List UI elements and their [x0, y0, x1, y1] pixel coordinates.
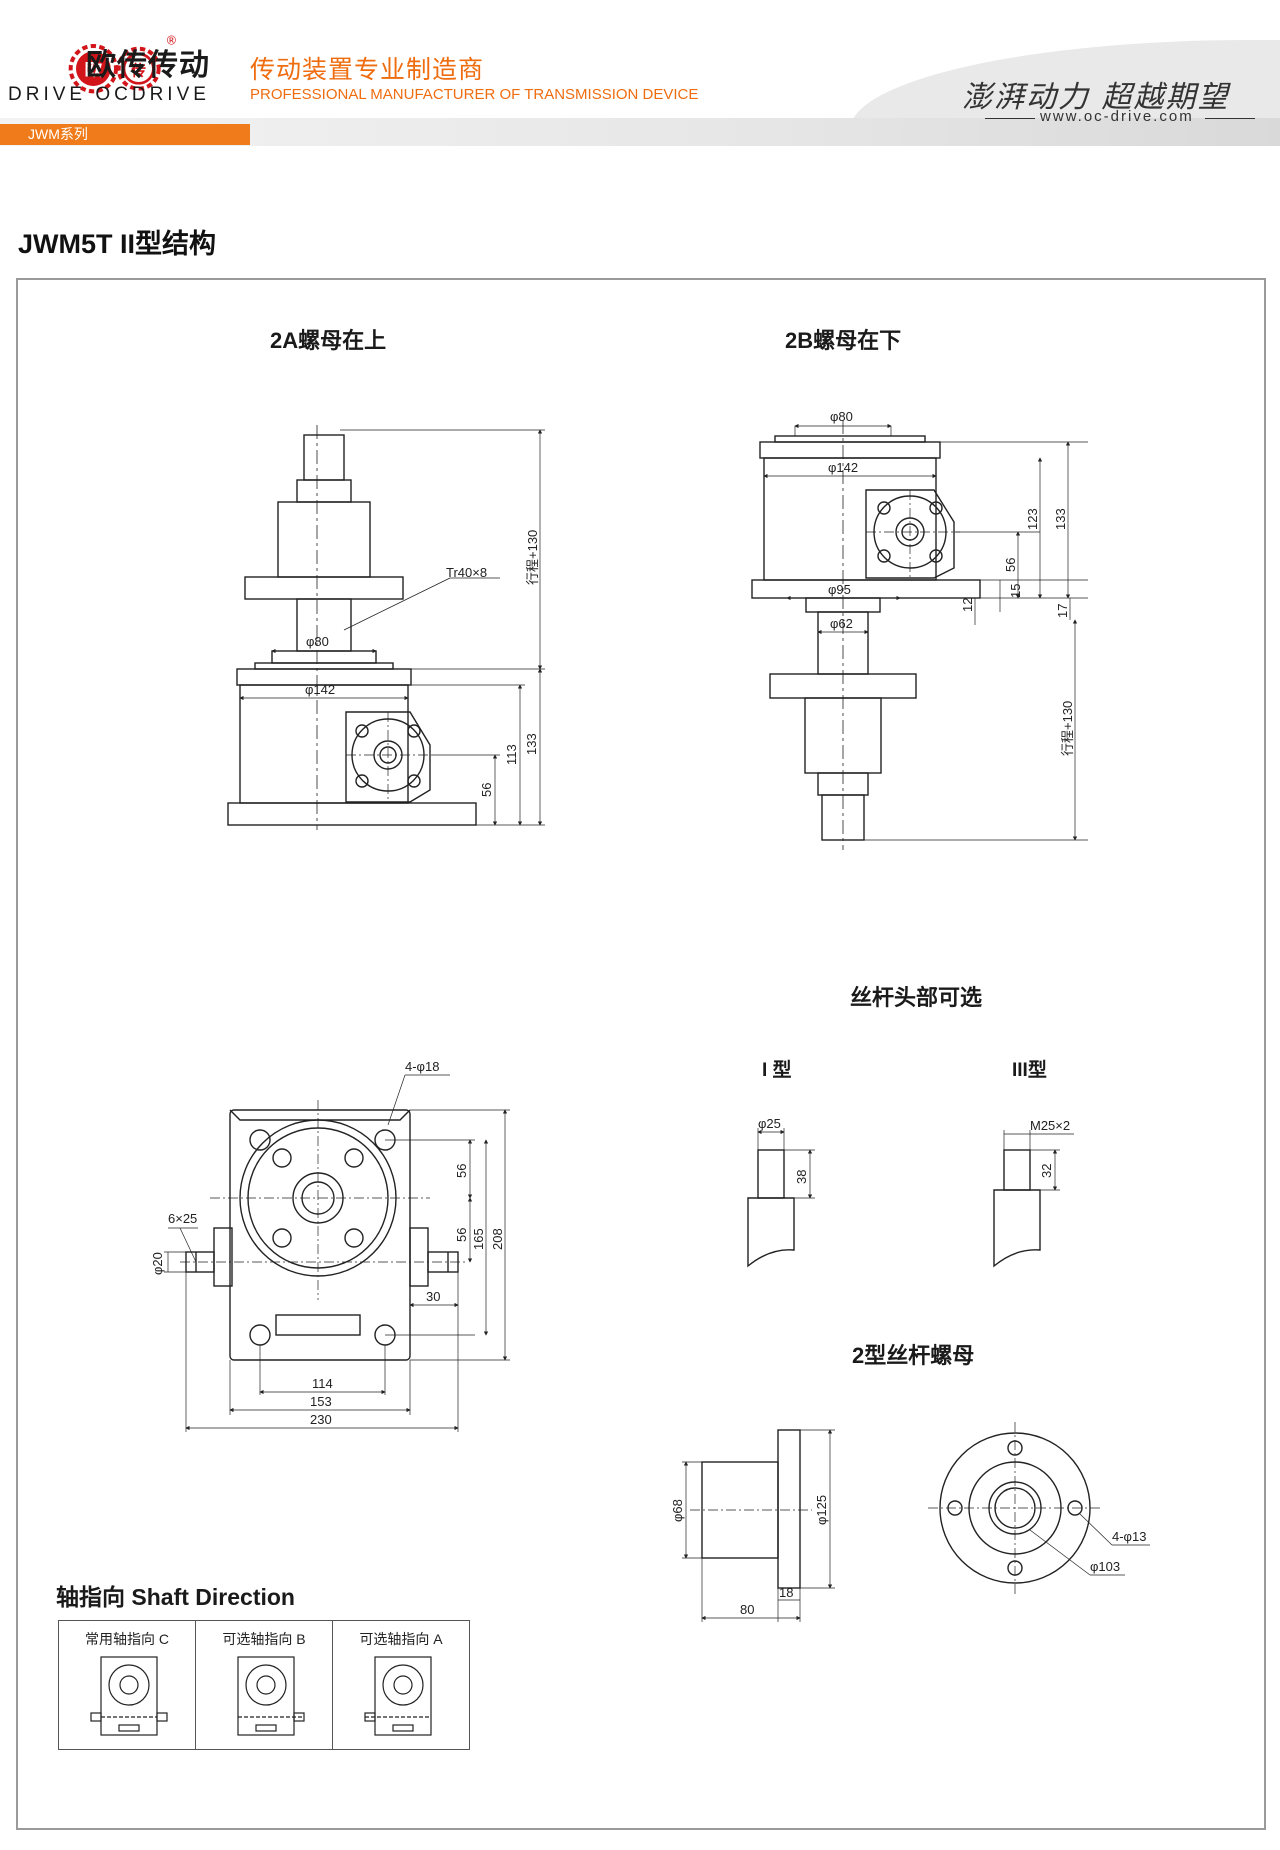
label-screw-head: 丝杆头部可选 [850, 985, 983, 1010]
dim-2a-113: 113 [504, 744, 519, 765]
shaft-b-diagram-icon [237, 1656, 305, 1736]
shaft-option-b: 可选轴指向 B [196, 1621, 333, 1749]
dim-plan-holes: 4-φ18 [405, 1059, 439, 1074]
dim-head-i-d: φ25 [758, 1116, 781, 1131]
dim-plan-165: 165 [471, 1228, 486, 1250]
dim-2a-d142: φ142 [305, 682, 335, 697]
dim-2b-d142: φ142 [828, 460, 858, 475]
drawing-2b [751, 420, 1088, 850]
dim-plan-153: 153 [310, 1394, 332, 1409]
drawing-nut-side [682, 1429, 835, 1622]
dim-plan-230: 230 [310, 1412, 332, 1427]
brand-logo-icon: 欧 传 ® [68, 34, 177, 94]
svg-text:®: ® [165, 34, 177, 48]
shaft-option-label: 可选轴指向 B [222, 1631, 306, 1647]
dim-2b-d95: φ95 [828, 582, 851, 597]
logo-badge-right: 传 [130, 61, 146, 79]
dim-2b-12: 12 [960, 598, 975, 612]
dim-2b-123: 123 [1025, 508, 1040, 530]
dim-2b-15: 15 [1008, 584, 1023, 598]
dim-2b-56: 56 [1003, 558, 1018, 572]
page-title: JWM5T II型结构 [18, 229, 217, 259]
dim-plan-shaft: φ20 [150, 1252, 165, 1275]
dim-nut-d125: φ125 [814, 1495, 829, 1525]
dim-plan-114: 114 [312, 1376, 333, 1391]
dim-plan-key: 6×25 [168, 1211, 197, 1226]
brand-name-en: DRIVE OCDRIVE [8, 84, 210, 105]
label-2a: 2A螺母在上 [270, 328, 387, 353]
dim-2b-d80: φ80 [830, 409, 853, 424]
dim-head-i-len: 38 [794, 1170, 809, 1184]
dim-plan-208: 208 [490, 1228, 505, 1250]
dim-head-iii-thread: M25×2 [1030, 1118, 1070, 1133]
brand-name-cn: 欧传传动 [86, 49, 210, 82]
dim-2b-d62: φ62 [830, 616, 853, 631]
dim-2a-133: 133 [524, 733, 539, 755]
logo-badge-left: 欧 [85, 59, 103, 80]
series-tab: JWM系列 [0, 124, 250, 145]
page-header: JWM系列 欧 传 ® 欧传传动 DRIVE OCDRIVE 传动装置专业制造商… [0, 0, 1280, 150]
drawing-plan-view [164, 1074, 510, 1432]
dim-nut-18: 18 [779, 1585, 793, 1600]
dim-2a-d80: φ80 [306, 634, 329, 649]
shaft-c-diagram-icon [90, 1656, 168, 1736]
website-line-right [1205, 118, 1255, 119]
slogan: 澎湃动力 超越期望 [962, 80, 1230, 115]
shaft-option-a: 可选轴指向 A [333, 1621, 469, 1749]
dim-nut-80: 80 [740, 1602, 754, 1617]
drawing-frame [16, 278, 1266, 1830]
website: www.oc-drive.com [1040, 108, 1194, 125]
tagline-en: PROFESSIONAL MANUFACTURER OF TRANSMISSIO… [250, 86, 699, 103]
drawing-head-type-i [747, 1128, 815, 1268]
label-type-i: I 型 [762, 1060, 792, 1081]
dim-2a-56: 56 [479, 783, 494, 797]
shaft-direction-title: 轴指向 Shaft Direction [56, 1584, 295, 1610]
dim-2b-stroke: 行程+130 [1060, 701, 1075, 756]
tagline-cn: 传动装置专业制造商 [250, 56, 485, 84]
dim-nut-d68: φ68 [670, 1499, 685, 1522]
drawing-2a [227, 425, 545, 830]
drawing-head-type-iii [993, 1130, 1074, 1268]
label-nut: 2型丝杆螺母 [852, 1343, 975, 1368]
drawing-nut-front [928, 1422, 1150, 1594]
dim-nut-pcd: φ103 [1090, 1559, 1120, 1574]
website-line-left [985, 118, 1035, 119]
shaft-direction-table: 常用轴指向 C 可选轴指向 B [58, 1620, 470, 1750]
shaft-a-diagram-icon [364, 1656, 432, 1736]
dim-2b-17: 17 [1055, 604, 1070, 618]
dim-plan-56a: 56 [454, 1164, 469, 1178]
dim-2a-stroke: 行程+130 [525, 530, 540, 585]
dim-plan-56b: 56 [454, 1228, 469, 1242]
label-type-iii: III型 [1012, 1060, 1047, 1081]
shaft-option-label: 常用轴指向 C [85, 1631, 169, 1647]
label-2b: 2B螺母在下 [785, 328, 902, 353]
dim-head-iii-len: 32 [1039, 1164, 1054, 1178]
dim-2b-133: 133 [1053, 508, 1068, 530]
shaft-option-label: 可选轴指向 A [359, 1631, 443, 1647]
shaft-option-c: 常用轴指向 C [59, 1621, 196, 1749]
dim-2a-thread: Tr40×8 [446, 565, 487, 580]
dim-nut-holes: 4-φ13 [1112, 1529, 1146, 1544]
dim-plan-30: 30 [426, 1289, 440, 1304]
